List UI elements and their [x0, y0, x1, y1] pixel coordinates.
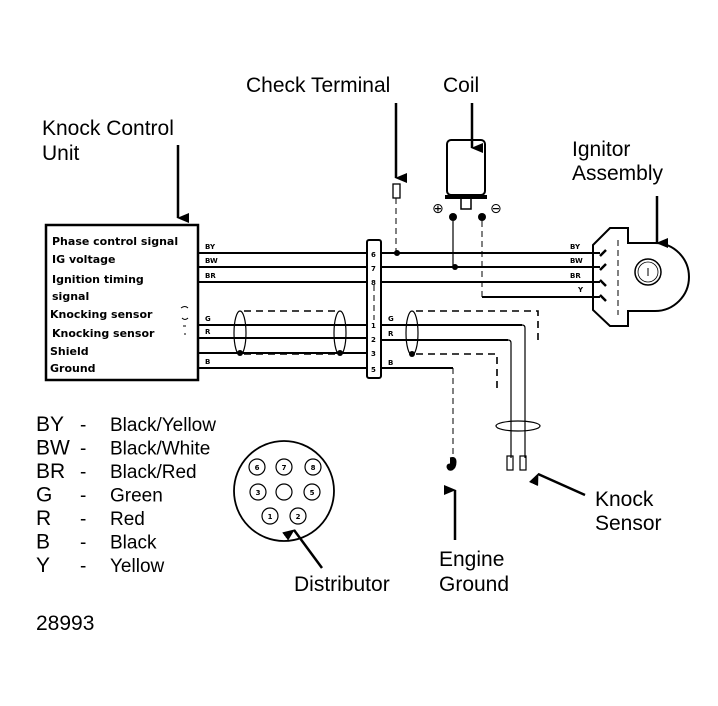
- knock-sensor-label-line2: Sensor: [595, 512, 662, 535]
- ignitor-assembly-label: Ignitor: [572, 138, 630, 161]
- distributor-pin-label: 7: [282, 464, 287, 472]
- legend-color-name: Black/White: [110, 439, 210, 460]
- engine-ground-label: Engine: [439, 548, 504, 571]
- distributor-pin: [304, 458, 322, 476]
- distributor: 6 7 8 3 5 1 2: [233, 440, 335, 542]
- knock-sensor-label: Knock: [595, 488, 654, 511]
- coil-label: Coil: [443, 74, 479, 97]
- knock-control-unit: Phase control signal IG voltage Ignition…: [44, 223, 200, 382]
- knock-sensor-terminal-1: [506, 455, 514, 471]
- terminal-ignition-timing: Ignition timing: [52, 273, 144, 286]
- legend-color-name: Black: [110, 533, 157, 554]
- legend-separator: -: [80, 486, 86, 507]
- distributor-pin-label: 2: [296, 513, 301, 521]
- knock-sensor-terminal-2: [519, 455, 527, 471]
- figure-number: 28993: [36, 612, 94, 635]
- distributor-pin-label: 3: [256, 489, 261, 497]
- legend-separator: -: [80, 462, 86, 483]
- legend-code: BR: [36, 460, 65, 483]
- legend-separator: -: [80, 556, 86, 577]
- distributor-pin: [275, 458, 293, 476]
- ignitor-wire-code-y: Y: [577, 286, 584, 294]
- wire-code-bw: BW: [205, 257, 218, 265]
- legend-separator: -: [80, 439, 86, 460]
- terminal-knocking-sensor-2: Knocking sensor: [52, 327, 155, 340]
- wires-right-lower: G R B: [381, 310, 541, 471]
- knock-control-unit-label-line2: Unit: [42, 142, 80, 165]
- legend-code: BY: [36, 413, 64, 436]
- knock-sensor-shield-loop: [495, 420, 541, 432]
- ignitor-wire-code-by: BY: [570, 243, 581, 251]
- check-terminal: [392, 183, 401, 252]
- ignitor-wire-code-bw: BW: [570, 257, 583, 265]
- connector-pin-7: 7: [371, 265, 376, 273]
- legend-code: R: [36, 507, 51, 530]
- engine-ground-label-line2: Ground: [439, 573, 509, 596]
- terminal-ground: Ground: [50, 362, 96, 375]
- coil-negative-terminal: ⊖: [490, 201, 502, 217]
- wire-code-r: R: [205, 328, 211, 336]
- connector-pin-8: 8: [371, 279, 376, 287]
- wire-code-by: BY: [205, 243, 216, 251]
- wire-code-b: B: [205, 358, 210, 366]
- connector-pin-1: 1: [371, 322, 376, 330]
- distributor-pin: [248, 458, 266, 476]
- knock-control-unit-label: Knock Control: [42, 117, 174, 140]
- connector-pin-3: 3: [371, 350, 376, 358]
- legend-code: BW: [36, 437, 70, 460]
- legend-color-name: Black/Red: [110, 462, 197, 483]
- legend-color-name: Yellow: [110, 556, 165, 577]
- ignitor-wire-code-br: BR: [570, 272, 581, 280]
- wire-code-br: BR: [205, 272, 216, 280]
- knock-sensor-arrow: [528, 472, 586, 497]
- distributor-label: Distributor: [294, 573, 390, 596]
- legend-color-name: Black/Yellow: [110, 415, 216, 436]
- shield-loop-right: [333, 310, 347, 356]
- legend-code: G: [36, 484, 52, 507]
- legend-color-name: Green: [110, 486, 163, 507]
- connector-pin-5: 5: [371, 366, 376, 374]
- legend-color-name: Red: [110, 509, 145, 530]
- legend-separator: -: [80, 533, 86, 554]
- right-wire-code-r: R: [388, 330, 394, 338]
- right-wire-code-g: G: [388, 315, 394, 323]
- distributor-pin: [303, 483, 321, 501]
- engine-ground-terminal-icon: [446, 457, 457, 471]
- distributor-arrow: [282, 529, 324, 569]
- connector-block: 6 7 8 1 2 3 5: [366, 239, 382, 379]
- legend-separator: -: [80, 415, 86, 436]
- shield-loop-left: [233, 310, 247, 356]
- right-wire-code-b: B: [388, 359, 393, 367]
- connector-pin-2: 2: [371, 336, 376, 344]
- wires-right-upper: BY BW BR Y: [381, 243, 600, 298]
- distributor-pin: [249, 483, 267, 501]
- terminal-phase-control-signal: Phase control signal: [52, 235, 178, 248]
- distributor-pin-label: 1: [268, 513, 273, 521]
- wire-color-legend: BY-Black/YellowBW-Black/WhiteBR-Black/Re…: [36, 413, 216, 577]
- terminal-ig-voltage: IG voltage: [52, 253, 115, 266]
- distributor-pin: [289, 507, 307, 525]
- distributor-pin-label: 8: [311, 464, 316, 472]
- ignitor-assembly-label-line2: Assembly: [572, 162, 664, 185]
- connector-pin-6: 6: [371, 251, 376, 259]
- terminal-knocking-sensor-1: Knocking sensor: [50, 308, 153, 321]
- terminal-ignition-timing-signal: signal: [52, 290, 89, 303]
- coil-positive-terminal: ⊕: [432, 201, 444, 217]
- legend-code: Y: [36, 554, 50, 577]
- coil: ⊕ ⊖: [432, 139, 502, 297]
- check-terminal-label: Check Terminal: [246, 74, 390, 97]
- legend-code: B: [36, 531, 50, 554]
- sensor-bracket-icon: [180, 306, 189, 335]
- distributor-pin-label: 6: [255, 464, 260, 472]
- wires-left: BY BW BR G R B: [198, 243, 367, 369]
- ignitor-assembly: [592, 227, 690, 327]
- distributor-pin: [261, 507, 279, 525]
- distributor-pin-label: 5: [310, 489, 315, 497]
- legend-separator: -: [80, 509, 86, 530]
- terminal-shield: Shield: [50, 345, 89, 358]
- wire-code-g: G: [205, 315, 211, 323]
